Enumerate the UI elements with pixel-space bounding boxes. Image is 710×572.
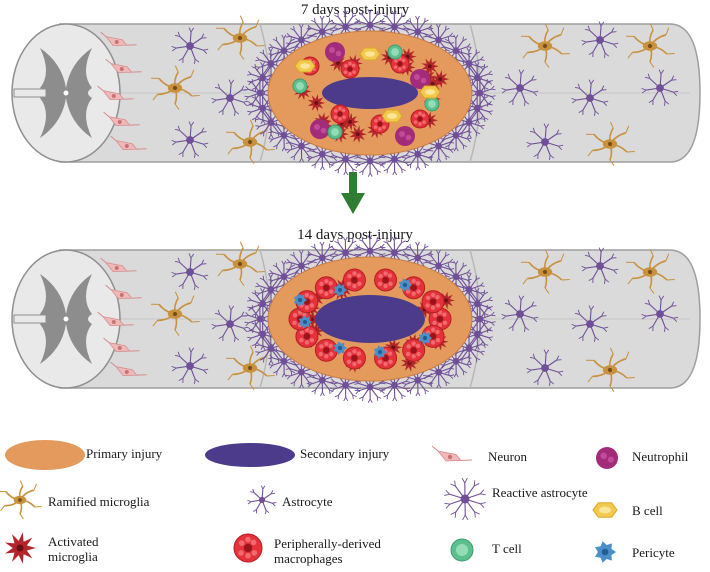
legend-swatch-reactive-astrocyte: [444, 478, 486, 520]
macrophage: [422, 291, 444, 313]
macrophage: [315, 339, 337, 361]
legend-swatch-b-cell: [593, 503, 617, 517]
neutrophil: [395, 126, 415, 146]
b-cell: [382, 110, 402, 122]
legend-label-neutrophil: Neutrophil: [632, 449, 688, 464]
legend-label-secondary-injury: Secondary injury: [300, 446, 389, 461]
legend-label-neuron: Neuron: [488, 449, 527, 464]
macrophage: [375, 269, 397, 291]
neutrophil: [310, 119, 330, 139]
legend-swatch-ramified-microglia: [0, 481, 42, 519]
panel-14-days: [12, 235, 700, 402]
legend-swatch-pericyte: [595, 541, 616, 562]
legend-swatch-macrophage: [234, 534, 262, 562]
legend-swatch-neuron: [432, 446, 472, 461]
macrophage: [341, 60, 359, 78]
secondary-injury: [315, 295, 425, 343]
macrophage: [343, 347, 365, 369]
t-cell: [293, 79, 307, 93]
panel-7-days: [12, 9, 700, 176]
legend-label-primary-injury: Primary injury: [86, 446, 162, 461]
b-cell: [360, 48, 380, 60]
legend-label-astrocyte: Astrocyte: [282, 494, 333, 509]
macrophage: [411, 110, 429, 128]
legend-label-ramified-microglia: Ramified microglia: [48, 494, 149, 509]
legend-label-t-cell: T cell: [492, 541, 522, 556]
b-cell: [420, 86, 440, 98]
macrophage: [331, 105, 349, 123]
macrophage: [343, 269, 365, 291]
legend-swatch-activated-microglia: [5, 532, 36, 564]
legend-swatch-t-cell: [451, 539, 473, 561]
t-cell: [425, 97, 439, 111]
b-cell: [295, 60, 315, 72]
legend-swatch-astrocyte: [248, 486, 277, 515]
legend-label-activated-microglia: Activated microglia: [48, 534, 138, 564]
progression-arrow: [341, 172, 365, 214]
legend-label-b-cell: B cell: [632, 503, 663, 518]
macrophage: [403, 339, 425, 361]
legend-label-pericyte: Pericyte: [632, 545, 675, 560]
legend-swatch-neutrophil: [596, 447, 618, 469]
neutrophil: [325, 42, 345, 62]
legend-label-macrophage: Peripherally-derived macrophages: [274, 536, 424, 566]
t-cell: [328, 125, 342, 139]
macrophage: [315, 277, 337, 299]
legend-swatch-secondary-injury: [205, 443, 295, 467]
secondary-injury: [322, 77, 418, 109]
legend-label-reactive-astrocyte: Reactive astrocyte: [492, 485, 592, 500]
legend-swatch-primary-injury: [5, 440, 85, 470]
t-cell: [388, 45, 402, 59]
